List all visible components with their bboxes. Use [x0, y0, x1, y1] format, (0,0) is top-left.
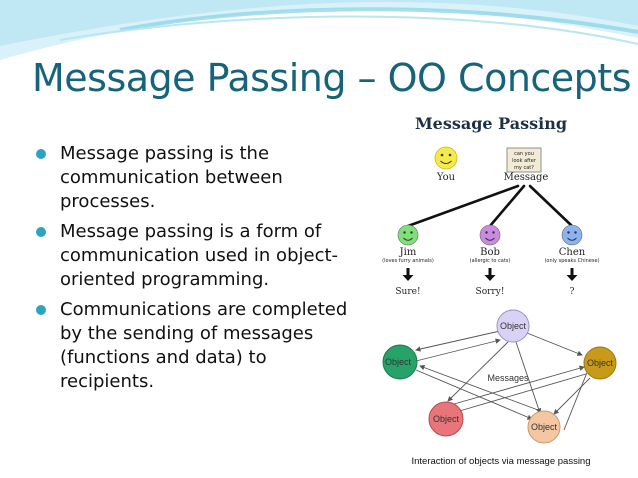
object-node-top: Object: [496, 309, 530, 343]
recipient-response: ?: [570, 287, 575, 297]
message-label: Message: [504, 172, 549, 183]
message-passing-diagram: Message Passing You can you look after m…: [382, 114, 599, 297]
bullet-text: Communications are completed by the send…: [60, 299, 348, 392]
object-label: Object: [433, 414, 460, 424]
object-node-bottom-left: Object: [428, 401, 464, 437]
message-note-line: my cat?: [514, 165, 534, 171]
branch-lines: [406, 184, 574, 228]
recipient-response: Sorry!: [476, 287, 505, 297]
bullet-item: Message passing is the communication bet…: [36, 142, 366, 214]
bullet-text: Message passing is a form of communicati…: [60, 221, 339, 290]
chen-face-icon: [561, 224, 583, 246]
diagram-title: Message Passing: [415, 114, 567, 133]
diagram-caption: Interaction of objects via message passi…: [411, 456, 590, 467]
message-note-icon: can you look after my cat?: [506, 147, 542, 173]
jim-face-icon: [397, 224, 419, 246]
bullet-item: Message passing is a form of communicati…: [36, 220, 366, 292]
bullet-list: Message passing is the communication bet…: [36, 142, 366, 400]
object-node-right: Object: [583, 346, 617, 380]
you-face-icon: [434, 146, 458, 170]
object-label: Object: [531, 422, 558, 432]
header-swoosh-decoration: [0, 0, 638, 60]
bullet-dot: [36, 227, 46, 237]
down-arrow-icons: [402, 268, 578, 281]
object-node-left: Object: [382, 344, 418, 380]
slide-title: Message Passing – OO Concepts: [32, 56, 632, 100]
recipient-name: Jim: [399, 247, 417, 258]
object-interaction-diagram: Object Object Object Object Object Messa…: [376, 300, 624, 472]
recipient-name: Chen: [559, 247, 586, 258]
messages-label: Messages: [487, 373, 529, 383]
recipient-note: (allergic to cats): [470, 258, 511, 264]
message-note-line: can you: [514, 151, 534, 157]
recipient-note: (only speaks Chinese): [544, 258, 599, 264]
object-label: Object: [500, 321, 527, 331]
bullet-dot: [36, 305, 46, 315]
you-label: You: [436, 172, 456, 183]
object-node-bottom-right: Object: [527, 410, 561, 444]
object-label: Object: [587, 358, 614, 368]
bullet-dot: [36, 149, 46, 159]
recipient-response: Sure!: [395, 287, 420, 297]
bullet-item: Communications are completed by the send…: [36, 298, 366, 394]
message-note-line: look after: [512, 158, 537, 164]
message-arrows: [415, 330, 591, 431]
recipient-name: Bob: [480, 247, 500, 258]
recipient-note: (loves furry animals): [382, 258, 434, 264]
bob-face-icon: [479, 224, 501, 246]
object-label: Object: [385, 357, 412, 367]
bullet-text: Message passing is the communication bet…: [60, 143, 283, 212]
